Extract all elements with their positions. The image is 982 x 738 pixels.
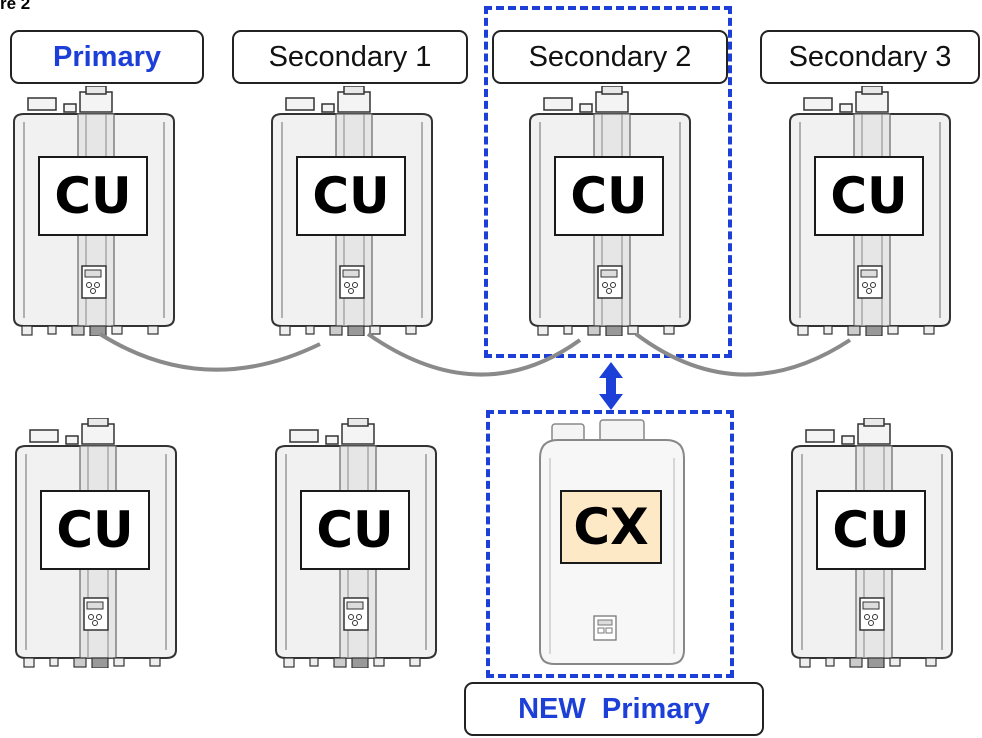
new-primary-highlight (486, 410, 734, 678)
primary-role-label: Primary (10, 30, 204, 84)
bottom-unit-4: CU (786, 418, 958, 668)
unit-type-label: CX (560, 490, 662, 564)
unit-type-label: CU (38, 156, 148, 236)
bottom-unit-1: CU (10, 418, 182, 668)
top-unit-1: CU (8, 86, 180, 336)
secondary-1-role-label: Secondary 1 (232, 30, 468, 84)
unit-type-label: CU (40, 490, 150, 570)
top-unit-4: CU (784, 86, 956, 336)
unit-type-label: CU (296, 156, 406, 236)
bottom-unit-3: CX (526, 418, 698, 668)
replace-target-highlight (484, 6, 732, 358)
secondary-3-role-label: Secondary 3 (760, 30, 980, 84)
unit-type-label: CU (300, 490, 410, 570)
top-unit-3: CU (524, 86, 696, 336)
unit-type-label: CU (816, 490, 926, 570)
top-unit-2: CU (266, 86, 438, 336)
link-cable-1-2 (98, 332, 321, 372)
secondary-2-role-label: Secondary 2 (492, 30, 728, 84)
bottom-unit-2: CU (270, 418, 442, 668)
figure-label: re 2 (0, 0, 31, 13)
new-primary-role-label: NEW Primary (464, 682, 764, 736)
double-arrow-vertical-icon (599, 362, 623, 410)
unit-type-label: CU (814, 156, 924, 236)
unit-type-label: CU (554, 156, 664, 236)
